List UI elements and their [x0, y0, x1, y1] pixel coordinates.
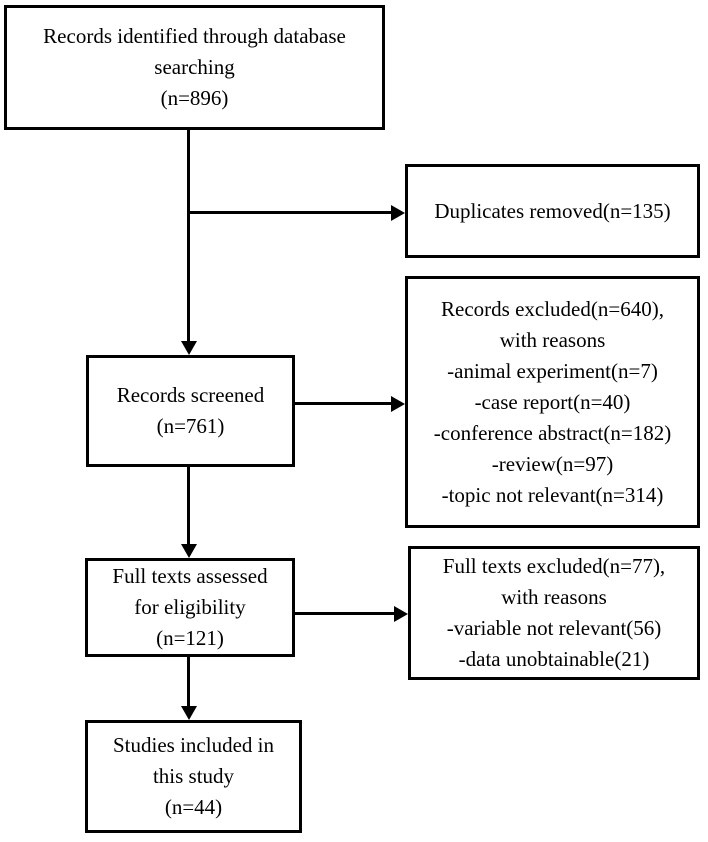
- box-line: Records excluded(n=640),: [441, 296, 664, 321]
- arrow-fulltext-to-excluded-line: [295, 612, 394, 615]
- box-fulltexts-excluded: Full texts excluded(n=77), with reasons …: [408, 546, 700, 680]
- box-line: -data unobtainable(21): [458, 647, 650, 671]
- box-line: (n=896): [160, 86, 229, 110]
- box-line: for eligibility: [134, 595, 246, 619]
- arrow-fulltext-to-included-line: [187, 657, 190, 706]
- box-line: (n=44): [164, 795, 223, 819]
- box-records-screened: Records screened (n=761): [86, 355, 295, 467]
- box-line: -review(n=97): [491, 451, 614, 476]
- box-records-identified: Records identified through database sear…: [4, 5, 385, 130]
- arrow-to-duplicates-line: [188, 211, 391, 214]
- arrow-right-icon: [394, 606, 408, 622]
- box-line: -variable not relevant(56): [446, 616, 662, 640]
- box-line: this study: [152, 764, 235, 788]
- box-duplicates-removed: Duplicates removed(n=135): [405, 164, 700, 258]
- box-fulltexts-assessed: Full texts assessed for eligibility (n=1…: [85, 558, 295, 657]
- arrow-screened-to-fulltext-line: [187, 467, 190, 545]
- box-line: Studies included in: [113, 733, 274, 757]
- box-studies-included: Studies included in this study (n=44): [85, 720, 302, 833]
- arrow-down-icon: [181, 544, 197, 558]
- box-line: Records identified through database: [43, 24, 346, 48]
- box-line: -conference abstract(n=182): [433, 420, 672, 445]
- arrow-down-icon: [181, 341, 197, 355]
- box-records-excluded: Records excluded(n=640), with reasons -a…: [405, 276, 700, 528]
- arrow-down-icon: [181, 706, 197, 720]
- arrow-identified-to-screened-line: [187, 130, 190, 343]
- box-line: (n=121): [156, 626, 224, 650]
- arrow-screened-to-excluded-line: [295, 402, 391, 405]
- box-line: searching: [154, 55, 235, 79]
- box-line: -case report(n=40): [474, 389, 631, 414]
- box-line: -animal experiment(n=7): [447, 358, 658, 383]
- box-line: (n=761): [156, 414, 225, 438]
- box-line: Full texts assessed: [112, 564, 268, 588]
- arrow-right-icon: [391, 396, 405, 412]
- box-line: with reasons: [501, 585, 607, 609]
- box-line: Records screened: [116, 383, 265, 407]
- box-line: -topic not relevant(n=314): [441, 482, 664, 507]
- box-line: Full texts excluded(n=77),: [442, 554, 666, 578]
- arrow-right-icon: [391, 205, 405, 221]
- box-line: Duplicates removed(n=135): [434, 198, 671, 223]
- box-line: with reasons: [499, 327, 606, 352]
